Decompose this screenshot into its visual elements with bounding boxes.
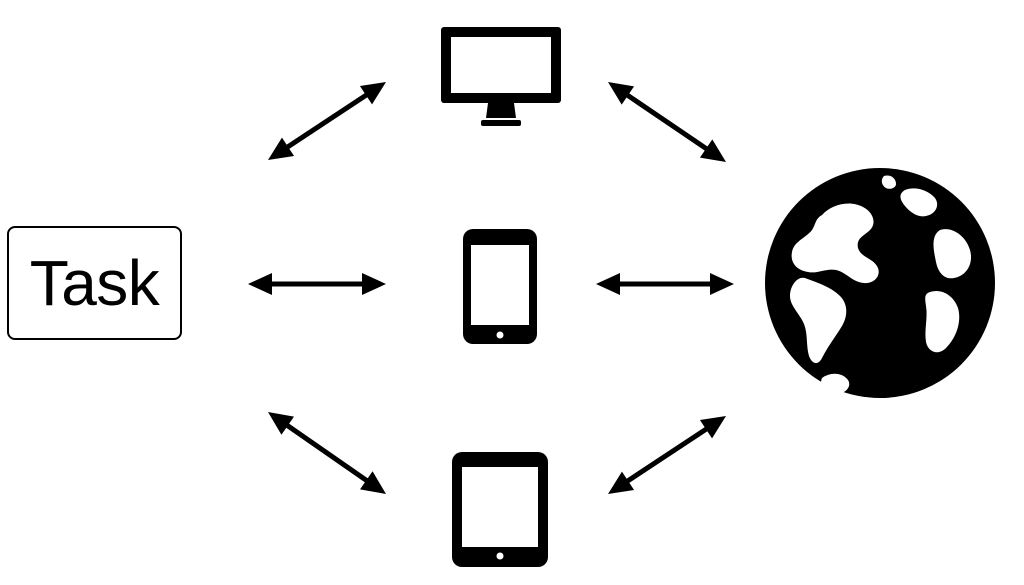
- arrow-task-tablet: [268, 412, 386, 494]
- arrow-head-start: [608, 471, 635, 494]
- arrow-phone-globe: [596, 273, 734, 295]
- arrow-head-end: [699, 139, 726, 162]
- arrow-head-end: [359, 82, 386, 105]
- arrow-task-phone: [248, 273, 386, 295]
- arrow-head-end: [360, 471, 386, 494]
- arrow-head-start: [596, 273, 620, 295]
- arrow-tablet-globe: [608, 416, 726, 494]
- arrow-head-end: [362, 273, 386, 295]
- arrow-head-start: [248, 273, 272, 295]
- arrow-task-desktop: [268, 82, 386, 160]
- arrow-head-end: [699, 416, 726, 439]
- arrow-shaft: [623, 424, 711, 486]
- arrow-shaft: [282, 421, 372, 485]
- task-box: Task: [7, 226, 182, 340]
- task-label: Task: [29, 247, 160, 319]
- arrow-shaft: [283, 90, 371, 152]
- arrow-head-start: [268, 412, 294, 435]
- tablet-icon: [452, 452, 548, 567]
- globe-icon: [765, 168, 995, 398]
- smartphone-icon: [463, 229, 537, 344]
- arrow-head-start: [608, 82, 635, 105]
- desktop-monitor-icon: [441, 27, 561, 126]
- arrow-head-start: [268, 137, 295, 160]
- arrows: [248, 82, 734, 494]
- arrow-head-end: [710, 273, 734, 295]
- arrow-desktop-globe: [608, 82, 726, 162]
- arrow-shaft: [623, 91, 711, 153]
